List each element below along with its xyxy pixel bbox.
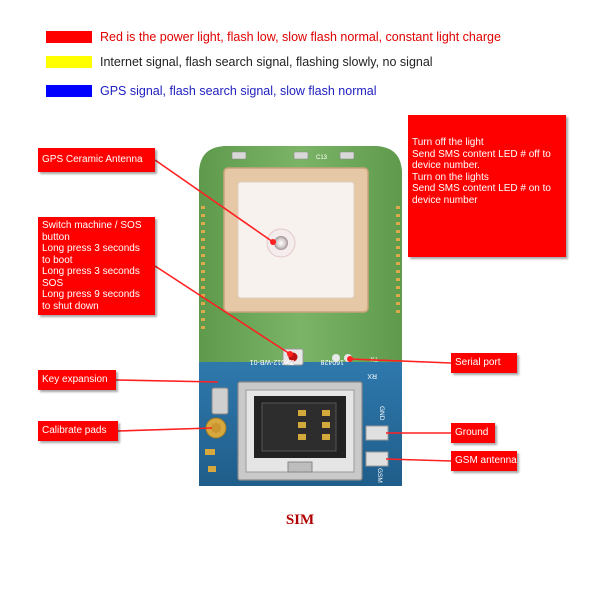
gsm-antenna-label: GSM antenna bbox=[455, 455, 517, 467]
legend-row-internet: Internet signal, flash search signal, fl… bbox=[46, 54, 433, 70]
blue-swatch bbox=[46, 85, 92, 97]
leader-endpoints bbox=[270, 239, 353, 362]
calibrate-pads-callout: Calibrate pads bbox=[38, 421, 118, 441]
legend-row-power: Red is the power light, flash low, slow … bbox=[46, 29, 501, 45]
switch-line: SOS bbox=[42, 277, 64, 289]
left-components bbox=[205, 387, 229, 472]
status-leds bbox=[231, 151, 355, 160]
light-control-line: Turn on the lights bbox=[412, 171, 489, 183]
light-control-line: device number. bbox=[412, 160, 480, 171]
gps-ceramic-antenna bbox=[223, 167, 369, 313]
calibrate-pads-label: Calibrate pads bbox=[42, 425, 107, 437]
switch-line: button bbox=[42, 231, 70, 243]
switch-line: to shut down bbox=[42, 300, 99, 312]
key-expansion-label: Key expansion bbox=[42, 374, 108, 386]
switch-line: Long press 9 seconds bbox=[42, 289, 140, 300]
light-control-line: Turn off the light bbox=[412, 137, 484, 148]
light-control-line: Send SMS content LED # off to bbox=[412, 148, 551, 160]
ground-label: Ground bbox=[455, 427, 489, 439]
gps-antenna-label: GPS Ceramic Antenna bbox=[42, 154, 143, 166]
ground-callout: Ground bbox=[451, 423, 495, 443]
gnd-label: GND bbox=[378, 406, 385, 421]
light-control-callout: Turn off the light Send SMS content LED … bbox=[408, 115, 566, 257]
serial-port-callout: Serial port bbox=[451, 353, 517, 373]
switch-callout: Switch machine / SOS button Long press 3… bbox=[38, 217, 155, 315]
switch-line: Long press 3 seconds bbox=[42, 243, 140, 254]
key-expansion-callout: Key expansion bbox=[38, 370, 116, 390]
leader-lines bbox=[115, 159, 452, 462]
rx-label: RX bbox=[367, 372, 377, 379]
tx-label: TX bbox=[370, 355, 378, 361]
switch-line: Switch machine / SOS bbox=[42, 220, 142, 231]
light-control-line: device number bbox=[412, 194, 478, 206]
sim-card-slot bbox=[237, 381, 363, 481]
led-label: C13 bbox=[316, 155, 328, 161]
board-date-label: 160428 bbox=[321, 358, 344, 365]
serial-port-label: Serial port bbox=[455, 357, 501, 369]
red-swatch bbox=[46, 31, 92, 43]
right-connectors bbox=[365, 425, 389, 467]
yellow-swatch bbox=[46, 56, 92, 68]
gps-antenna-callout: GPS Ceramic Antenna bbox=[38, 148, 155, 172]
legend-row-gps: GPS signal, flash search signal, slow fl… bbox=[46, 83, 377, 99]
switch-line: to boot bbox=[42, 254, 73, 266]
light-control-line: Send SMS content LED # on to bbox=[412, 183, 551, 194]
sim-caption: SIM bbox=[285, 512, 315, 528]
legend-text-power: Red is the power light, flash low, slow … bbox=[100, 30, 501, 44]
legend-text-internet: Internet signal, flash search signal, fl… bbox=[100, 55, 433, 69]
legend-text-gps: GPS signal, flash search signal, slow fl… bbox=[100, 84, 377, 98]
board-model-label: ZX612-WB-01 bbox=[250, 358, 294, 365]
gsm-antenna-callout: GSM antenna bbox=[451, 451, 517, 471]
switch-line: Long press 3 seconds bbox=[42, 266, 140, 277]
gsm-label: GSM bbox=[376, 468, 383, 483]
